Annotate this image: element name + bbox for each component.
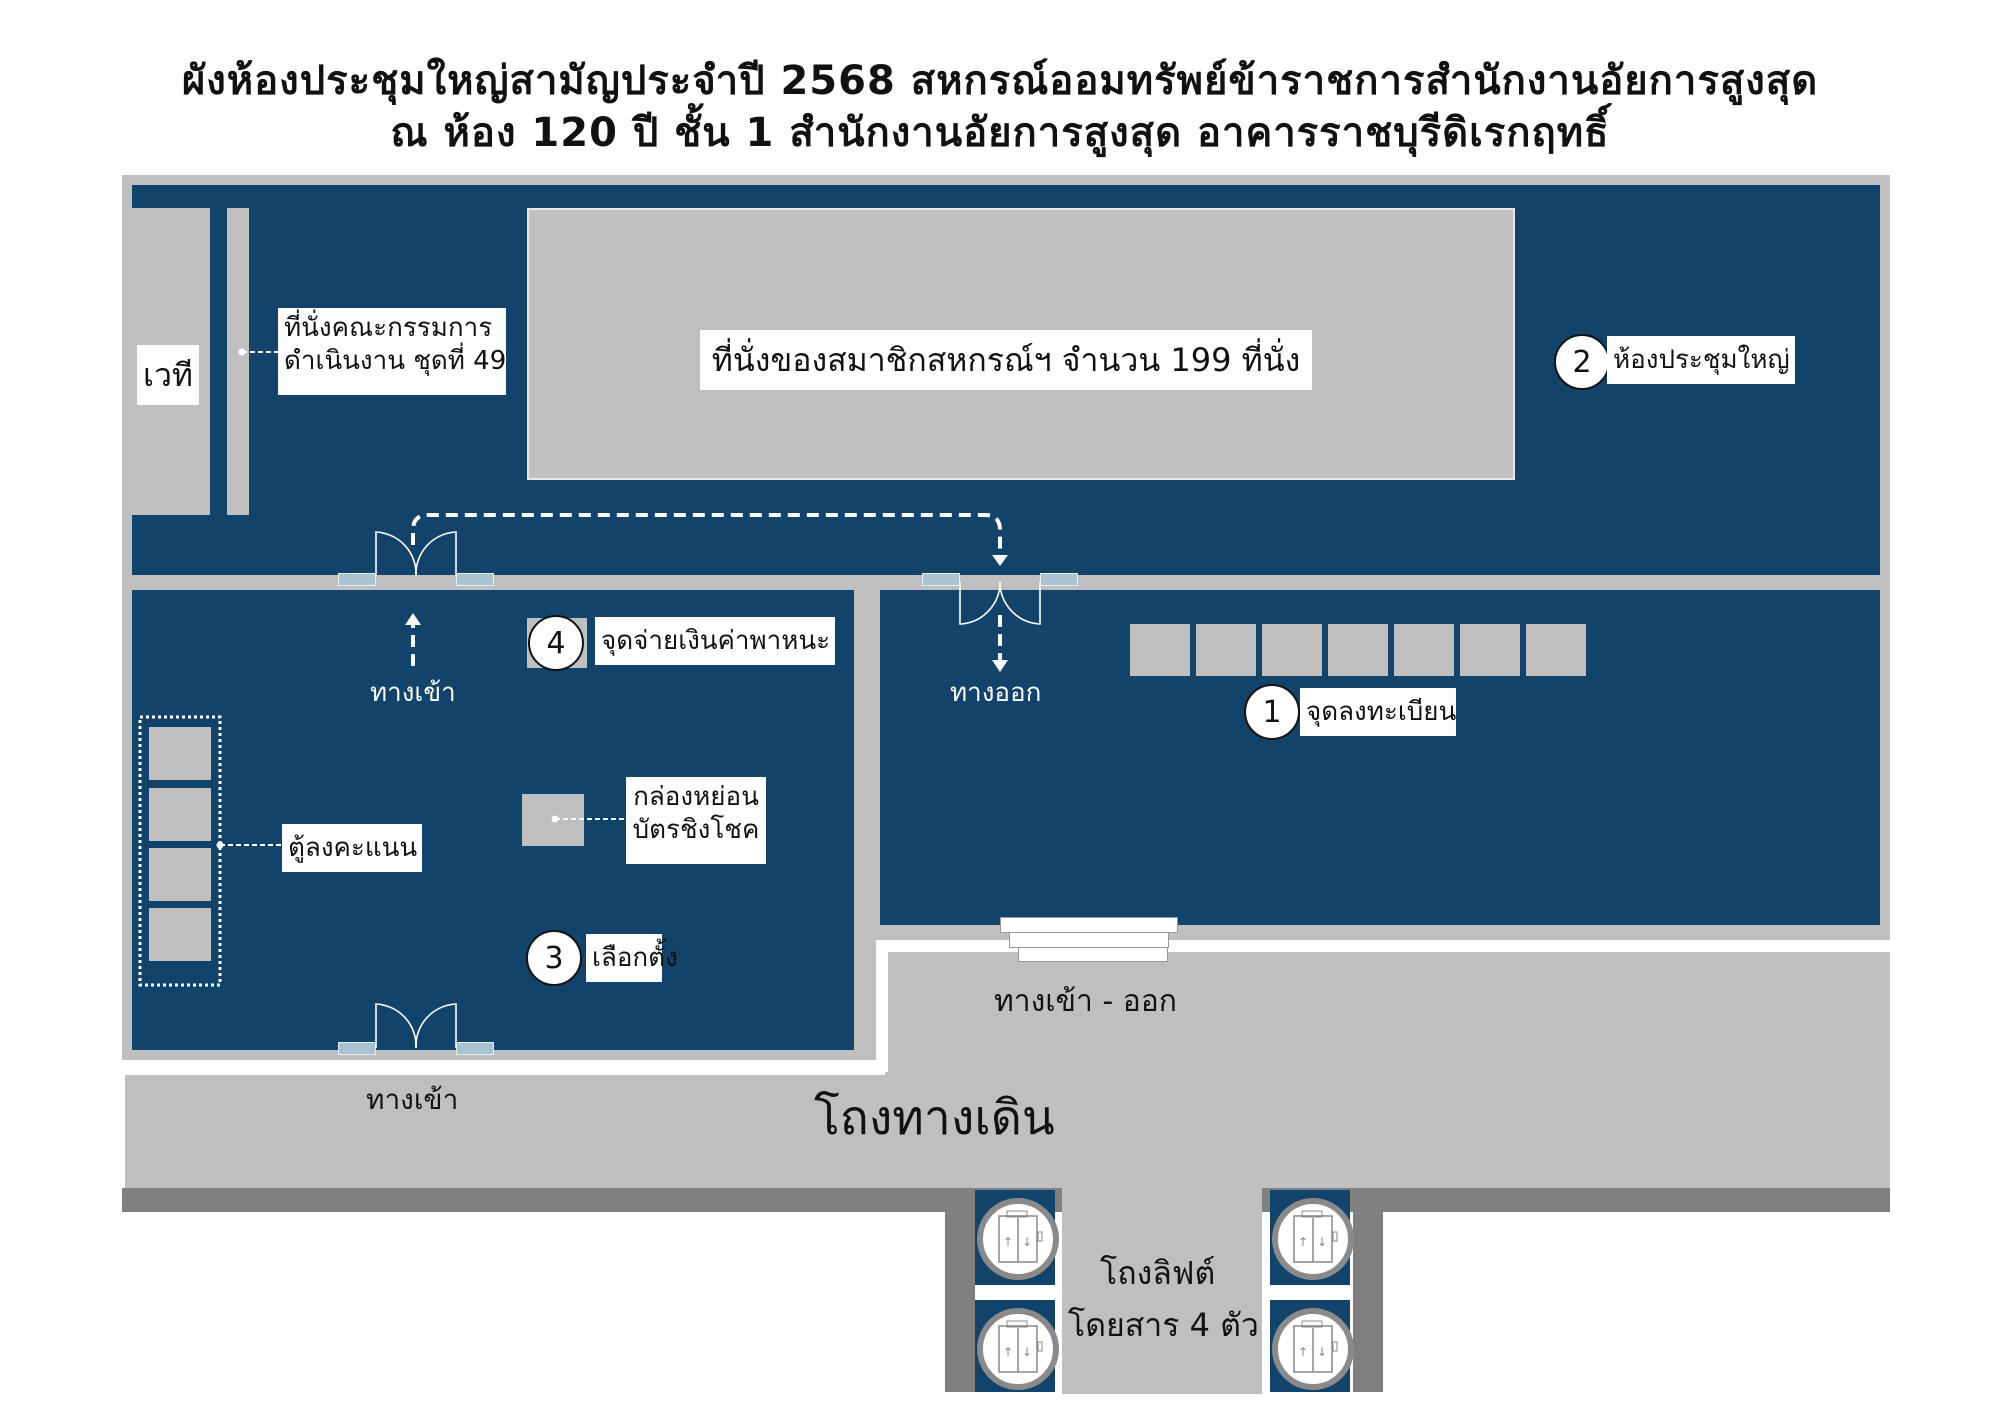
diagram-title-line2: ณ ห้อง 120 ปี ชั้น 1 สำนักงานอัยการสูงสุ… (390, 110, 1610, 156)
committee-table (227, 208, 249, 515)
svg-text:↓: ↓ (1317, 1235, 1327, 1249)
bottom-door-frame-right (456, 1042, 494, 1055)
station-number-2: 2 (1554, 334, 1610, 390)
lift-lobby-label-line2: โดยสาร 4 ตัว (1068, 1306, 1259, 1344)
registration-desk (1262, 624, 1322, 676)
bottom-door-frame-left (338, 1042, 376, 1055)
member-seats-label: ที่นั่งของสมาชิกสหกรณ์ฯ จำนวน 199 ที่นั่… (700, 330, 1312, 390)
door-frame-left (338, 573, 376, 586)
entrance-bottom-label: ทางเข้า (366, 1083, 459, 1116)
committee-leader-line (238, 348, 280, 356)
ballot-booth (149, 908, 211, 961)
stage-label: เวที (137, 345, 199, 405)
registration-desk (1526, 624, 1586, 676)
entrance-step-3 (1018, 947, 1168, 962)
svg-text:↑: ↑ (1003, 1235, 1013, 1249)
entry-arrowhead-up (405, 613, 421, 625)
elevator-icon[interactable]: ↑ ↓ (975, 1196, 1061, 1282)
registration-desk (1328, 624, 1388, 676)
committee-label: ที่นั่งคณะกรรมการ ดำเนินงาน ชุดที่ 49 (278, 308, 506, 395)
diagram-title-line1: ผังห้องประชุมใหญ่สามัญประจำปี 2568 สหกรณ… (181, 58, 1819, 104)
lift-shaft-wall-right (1353, 1188, 1383, 1392)
svg-text:↑: ↑ (1003, 1345, 1013, 1359)
elevator-icon[interactable]: ↑ ↓ (1270, 1306, 1356, 1392)
lift-lobby-label-line1: โถงลิฟต์ (1100, 1254, 1216, 1292)
station-label-registration: จุดลงทะเบียน (1300, 688, 1456, 736)
lift-lobby (1062, 1182, 1262, 1394)
committee-label-line1: ที่นั่งคณะกรรมการ (284, 313, 493, 343)
entrance-step-1 (1000, 917, 1178, 933)
ballot-booth (149, 788, 211, 841)
room-divider-wall (854, 580, 866, 930)
registration-desk (1394, 624, 1454, 676)
elevator-icon[interactable]: ↑ ↓ (975, 1306, 1061, 1392)
main-entrance-exit-label: ทางเข้า - ออก (994, 984, 1177, 1019)
right-gap (876, 940, 888, 1072)
exit-door-frame-left (922, 573, 960, 586)
exit-label: ทางออก (950, 678, 1042, 708)
flow-arrowhead-down (992, 555, 1008, 566)
registration-desk (1196, 624, 1256, 676)
door-frame-right (456, 573, 494, 586)
registration-desk (1460, 624, 1520, 676)
ballot-booth (149, 727, 211, 780)
svg-text:↓: ↓ (1022, 1235, 1032, 1249)
lucky-box-leader-line (551, 815, 627, 823)
exit-door[interactable] (958, 580, 1042, 630)
walkway-label: โถงทางเดิน (814, 1090, 1055, 1146)
exit-door-frame-right (1040, 573, 1078, 586)
hall-divider-wall (132, 575, 1880, 585)
elevator-icon[interactable]: ↑ ↓ (1270, 1196, 1356, 1282)
ballot-booth-label: ตู้ลงคะแนน (282, 824, 422, 872)
station-label-payment: จุดจ่ายเงินค่าพาหนะ (595, 617, 835, 665)
svg-text:↑: ↑ (1298, 1235, 1308, 1249)
entrance-step-2 (1009, 932, 1169, 948)
walkway-left (125, 1072, 885, 1188)
svg-text:↓: ↓ (1022, 1345, 1032, 1359)
station-number-4: 4 (528, 615, 584, 671)
station-label-main-hall: ห้องประชุมใหญ่ (1607, 336, 1795, 384)
station-number-1: 1 (1244, 684, 1300, 740)
left-room-gap (122, 1060, 882, 1072)
station-number-3: 3 (526, 930, 582, 986)
svg-text:↓: ↓ (1317, 1345, 1327, 1359)
ballot-booth (149, 848, 211, 901)
lucky-box-label-line2: บัตรชิงโชค (632, 814, 760, 845)
station-label-election: เลือกตั้ง (586, 934, 678, 982)
entrance-door-bottom[interactable] (374, 1000, 458, 1050)
registration-desk (1130, 624, 1190, 676)
svg-text:↑: ↑ (1298, 1345, 1308, 1359)
lucky-box-label-line1: กล่องหย่อน (633, 782, 759, 812)
entrance-door-top[interactable] (374, 528, 458, 578)
committee-label-line2: ดำเนินงาน ชุดที่ 49 (284, 345, 507, 376)
ballot-leader-line (216, 841, 282, 849)
lift-shaft-wall-left (945, 1188, 975, 1392)
entrance-top-label: ทางเข้า (370, 678, 456, 708)
exit-arrowhead-down (992, 660, 1008, 672)
lucky-box-label: กล่องหย่อน บัตรชิงโชค (626, 777, 766, 864)
